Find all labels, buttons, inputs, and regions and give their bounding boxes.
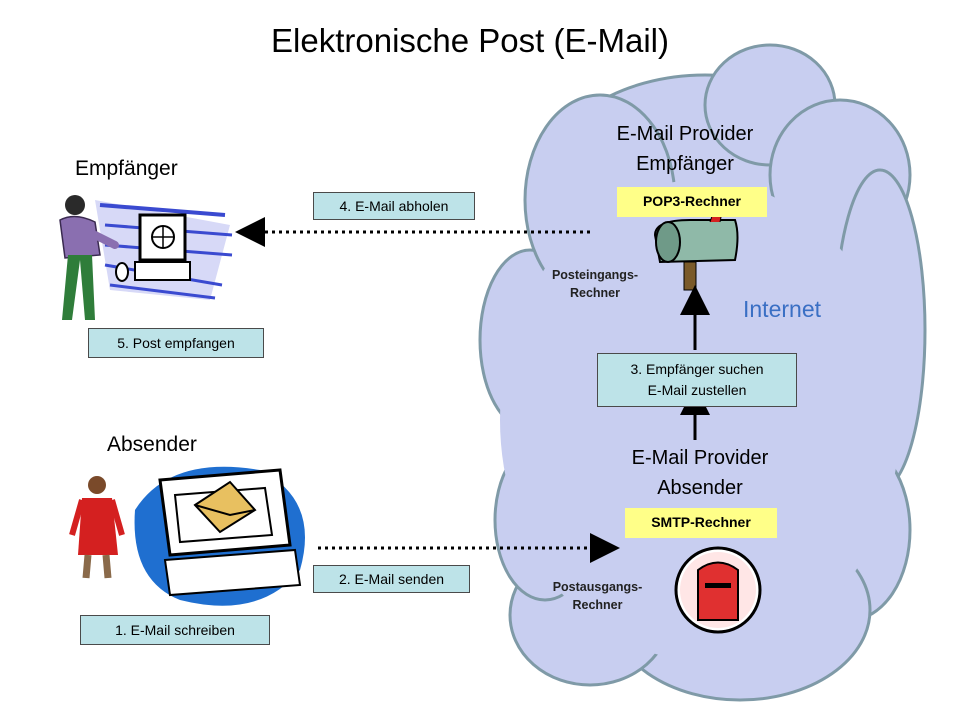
recipient-provider-label: E-Mail Provider Empfänger (585, 119, 785, 179)
mailbox-icon (653, 209, 739, 291)
sender-computer-illustration (69, 466, 305, 606)
step-deliver-box: 3. Empfänger suchen E-Mail zustellen (597, 353, 797, 407)
recipient-provider-line2: Empfänger (636, 153, 734, 175)
step-deliver-line2: E-Mail zustellen (647, 382, 747, 398)
inbox-machine-line2: Rechner (569, 286, 621, 300)
step-fetch-box: 4. E-Mail abholen (313, 192, 475, 220)
step-deliver-line1: 3. Empfänger suchen (630, 361, 764, 377)
outbox-machine-label: Postausgangs- Rechner (540, 578, 655, 614)
recipient-computer-illustration (59, 195, 233, 320)
sender-provider-line2: Absender (657, 477, 743, 499)
inbox-machine-label: Posteingangs- Rechner (540, 266, 650, 302)
sender-heading: Absender (107, 433, 197, 456)
sender-provider-label: E-Mail Provider Absender (600, 443, 800, 503)
inbox-machine-line1: Posteingangs- (551, 268, 639, 282)
step-send-box: 2. E-Mail senden (313, 565, 470, 593)
step-receive-box: 5. Post empfangen (88, 328, 264, 358)
recipient-provider-line1: E-Mail Provider (616, 123, 754, 145)
outbox-machine-line1: Postausgangs- (552, 580, 643, 594)
page-title: Elektronische Post (E-Mail) (271, 22, 669, 59)
internet-label: Internet (743, 296, 821, 322)
sender-provider-line1: E-Mail Provider (631, 447, 769, 469)
smtp-server-label: SMTP-Rechner (625, 508, 777, 538)
outbox-machine-line2: Rechner (572, 598, 623, 612)
recipient-heading: Empfänger (75, 157, 178, 180)
pop3-server-label: POP3-Rechner (617, 187, 767, 217)
internet-cloud (478, 43, 927, 702)
step-write-box: 1. E-Mail schreiben (80, 615, 270, 645)
postbox-icon (674, 546, 762, 634)
